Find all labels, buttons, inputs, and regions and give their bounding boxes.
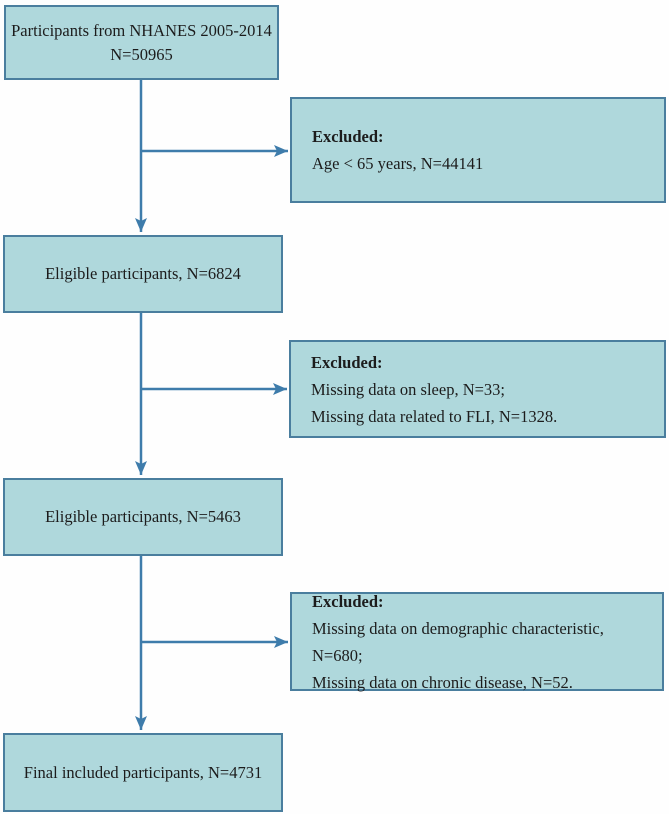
box-eligible-5463: Eligible participants, N=5463 [3,478,283,556]
box-eligible-6824: Eligible participants, N=6824 [3,235,283,313]
exclusion-2-line1: Missing data on sleep, N=33; [311,379,505,399]
exclusion-2-title: Excluded: [311,352,383,372]
final-label: Final included participants, N=4731 [23,762,263,782]
box-exclusion-1: Excluded: Age < 65 years, N=44141 [290,97,666,203]
exclusion-3-title: Excluded: [312,591,384,611]
box-exclusion-3: Excluded: Missing data on demographic ch… [290,592,664,692]
box-final-participants: Final included participants, N=4731 [3,733,283,812]
box-exclusion-2: Excluded: Missing data on sleep, N=33; M… [289,340,666,438]
eligible-6824-label: Eligible participants, N=6824 [45,264,241,283]
start-line1: Participants from NHANES 2005-2014 [11,20,272,40]
eligible-5463-label: Eligible participants, N=5463 [45,507,241,526]
box-start-participants: Participants from NHANES 2005-2014 N=509… [4,5,279,80]
exclusion-3-line2: Missing data on chronic disease, N=52. [312,672,573,692]
exclusion-2-line2: Missing data related to FLI, N=1328. [311,406,558,426]
start-line2: N=50965 [110,44,173,64]
exclusion-1-title: Excluded: [312,127,384,146]
exclusion-3-line1: Missing data on demographic characterist… [312,618,604,665]
exclusion-1-line1: Age < 65 years, N=44141 [312,154,484,173]
